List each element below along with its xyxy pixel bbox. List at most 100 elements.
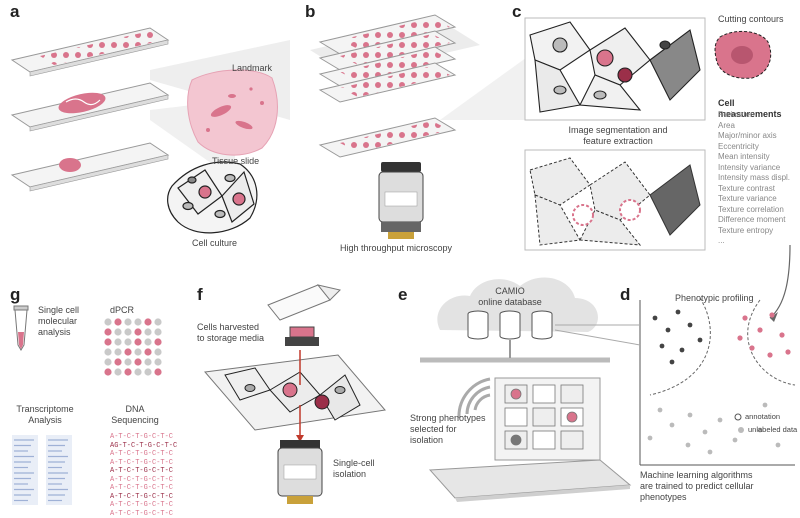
dpcr-well bbox=[114, 368, 121, 375]
dpcr-well bbox=[154, 358, 161, 365]
dpcr-well bbox=[124, 338, 131, 345]
panel-b-slide-stack bbox=[310, 15, 530, 157]
dpcr-well bbox=[104, 318, 111, 325]
panel-label-d: d bbox=[620, 285, 630, 305]
dna-sequence-line: A-T-C-T-G-C-T-C bbox=[110, 510, 177, 518]
measurement-item: Texture contrast bbox=[718, 184, 790, 195]
dna-sequence-line: A-T-C-T-G-C-T-C bbox=[110, 493, 177, 502]
transcriptome-label: Transcriptome Analysis bbox=[10, 404, 80, 426]
measurement-item: Texture correlation bbox=[718, 205, 790, 216]
dpcr-well bbox=[104, 328, 111, 335]
dpcr-well bbox=[154, 368, 161, 375]
database-label-line2: online database bbox=[470, 297, 550, 308]
slide-culture bbox=[12, 143, 168, 191]
dna-sequence-line: A-T-C-T-G-C-T-C bbox=[110, 467, 177, 476]
measurement-item: Mean intensity bbox=[718, 152, 790, 163]
dpcr-well bbox=[154, 318, 161, 325]
dna-sequence-line: A-T-C-T-G-C-T-C bbox=[110, 476, 177, 485]
dpcr-well bbox=[144, 318, 151, 325]
single-cell-line1: Single cell bbox=[38, 305, 79, 316]
segmentation-label-line1: Image segmentation and bbox=[548, 125, 688, 136]
dpcr-well bbox=[154, 348, 161, 355]
transcriptome-line2: Analysis bbox=[10, 415, 80, 426]
dpcr-well bbox=[124, 358, 131, 365]
single-cell-analysis-label: Single cell molecular analysis bbox=[38, 305, 79, 338]
cell-culture-label: Cell culture bbox=[192, 238, 237, 249]
dpcr-well bbox=[104, 368, 111, 375]
single-cell-isolation-line1: Single-cell bbox=[333, 458, 375, 469]
dna-sequence-line: A-T-C-T-G-C-T-C bbox=[110, 450, 177, 459]
dpcr-well bbox=[134, 348, 141, 355]
dpcr-well bbox=[114, 318, 121, 325]
database-label-line1: CAMIO bbox=[470, 286, 550, 297]
transcriptome-strips bbox=[12, 435, 72, 505]
single-cell-line2: molecular bbox=[38, 316, 79, 327]
measurement-item: Major/minor axis bbox=[718, 131, 790, 142]
dpcr-label: dPCR bbox=[110, 305, 134, 316]
cluster-pink-points bbox=[737, 312, 790, 357]
microtube-icon bbox=[14, 306, 28, 350]
measurement-item: Intensity mass displ. bbox=[718, 173, 790, 184]
dna-sequencing-label: DNA Sequencing bbox=[100, 404, 170, 426]
measurement-item: Intensity variance bbox=[718, 163, 790, 174]
storage-tube-icon bbox=[268, 285, 340, 346]
dpcr-well bbox=[144, 348, 151, 355]
objective-lens-f bbox=[278, 440, 322, 504]
dpcr-well bbox=[144, 328, 151, 335]
ml-caption-line1: Machine learning algorithms bbox=[640, 470, 754, 481]
ml-caption: Machine learning algorithms are trained … bbox=[640, 470, 754, 503]
segmentation-label: Image segmentation and feature extractio… bbox=[548, 125, 688, 147]
dpcr-well bbox=[134, 318, 141, 325]
dna-sequence-line: A-T-C-T-G-C-T-C bbox=[110, 459, 177, 468]
landmark-label: Landmark bbox=[232, 63, 272, 74]
measurement-item: Area bbox=[718, 121, 790, 132]
cells-harvested-line1: Cells harvested bbox=[197, 322, 264, 333]
dpcr-well bbox=[144, 368, 151, 375]
database-label: CAMIO online database bbox=[470, 286, 550, 308]
ml-caption-line3: phenotypes bbox=[640, 492, 754, 503]
panel-label-c: c bbox=[512, 2, 521, 22]
dpcr-well bbox=[124, 328, 131, 335]
dpcr-well bbox=[144, 358, 151, 365]
cutting-contours-label: Cutting contours bbox=[718, 14, 784, 25]
dpcr-well bbox=[114, 328, 121, 335]
phenotypic-profiling-title: Phenotypic profiling bbox=[675, 293, 754, 304]
measurement-item: Difference moment bbox=[718, 215, 790, 226]
selected-slide bbox=[320, 118, 455, 157]
dpcr-well bbox=[154, 328, 161, 335]
panel-label-b: b bbox=[305, 2, 315, 22]
legend-unlabeled-marker bbox=[738, 427, 744, 433]
panel-label-g: g bbox=[10, 285, 20, 305]
single-cell-line3: analysis bbox=[38, 327, 79, 338]
arrow-c-to-d bbox=[770, 245, 790, 322]
dpcr-well bbox=[104, 348, 111, 355]
microscopy-label: High throughput microscopy bbox=[340, 243, 452, 254]
single-cell-isolation-label: Single-cell isolation bbox=[333, 458, 375, 480]
cutting-contour-cell bbox=[715, 31, 771, 78]
dpcr-well bbox=[114, 348, 121, 355]
legend-unlabeled-label: unlabeled data bbox=[748, 424, 797, 435]
segmentation-label-line2: feature extraction bbox=[548, 136, 688, 147]
dpcr-well bbox=[144, 338, 151, 345]
dna-sequence-line: A-T-C-T-G-C-T-C bbox=[110, 501, 177, 510]
dpcr-well bbox=[104, 338, 111, 345]
dpcr-well bbox=[134, 358, 141, 365]
dpcr-well bbox=[114, 338, 121, 345]
objective-lens bbox=[379, 162, 423, 239]
panel-d-scatter bbox=[640, 298, 795, 465]
ml-caption-line2: are trained to predict cellular bbox=[640, 481, 754, 492]
slide-tissue bbox=[12, 83, 168, 131]
panel-a-slides bbox=[12, 28, 290, 233]
measurement-item: Texture variance bbox=[718, 194, 790, 205]
legend-annotation-label: annotation bbox=[745, 411, 780, 422]
dpcr-grid bbox=[104, 318, 161, 375]
dpcr-well bbox=[154, 338, 161, 345]
tissue-slide-illustration bbox=[188, 70, 278, 155]
legend-annotation-marker bbox=[735, 414, 741, 420]
dpcr-well bbox=[134, 328, 141, 335]
dna-sequence-line: A-T-C-T-G-C-T-C bbox=[110, 484, 177, 493]
dpcr-well bbox=[124, 348, 131, 355]
single-cell-isolation-line2: isolation bbox=[333, 469, 375, 480]
dna-line1: DNA bbox=[100, 404, 170, 415]
